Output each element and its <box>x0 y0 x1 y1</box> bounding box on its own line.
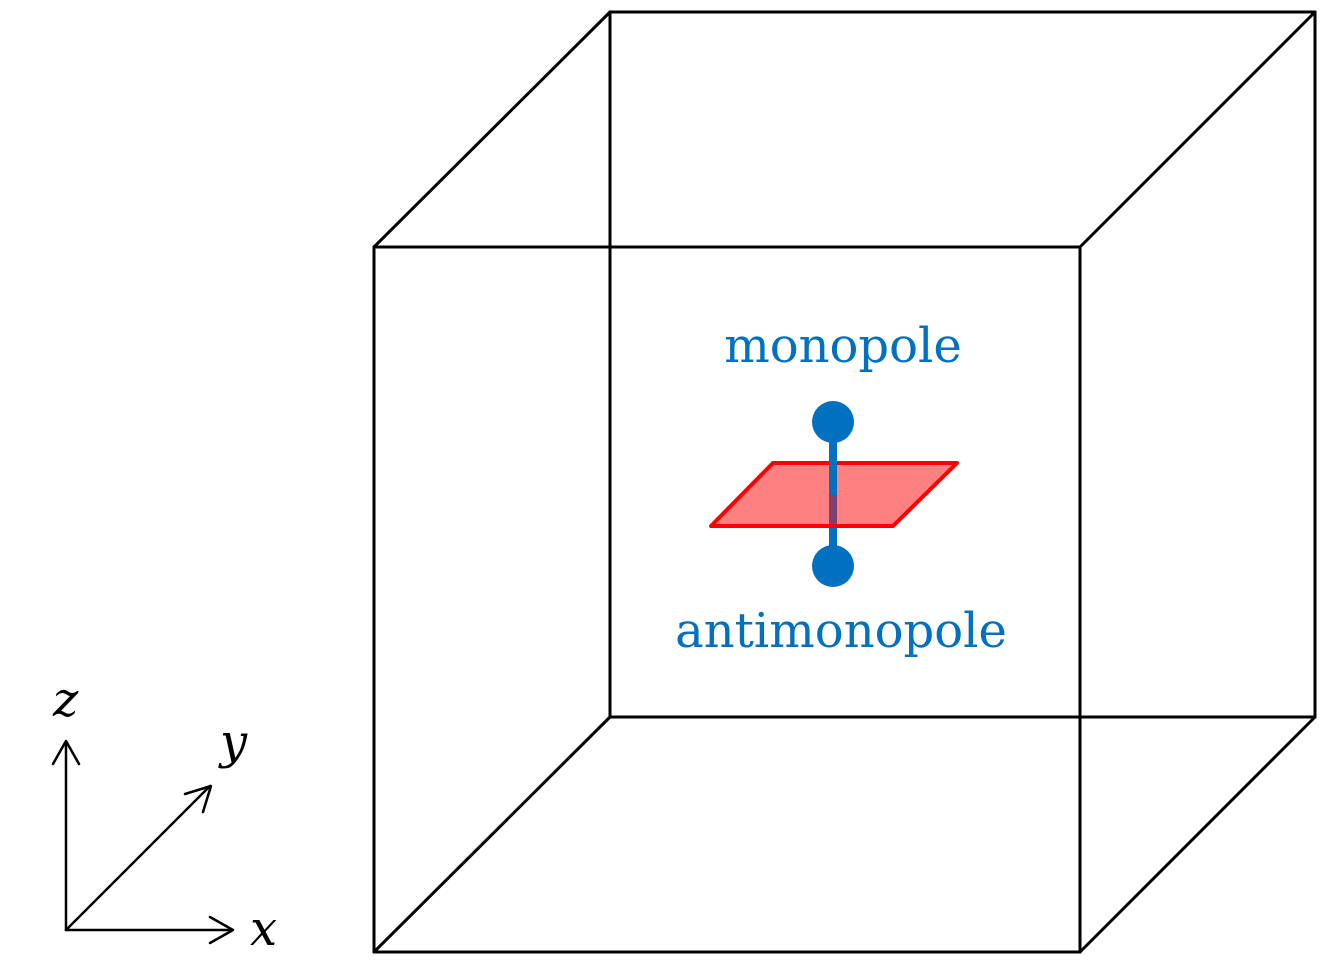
coordinate-axes: z y x <box>51 672 277 957</box>
antimonopole-label: antimonopole <box>675 603 1007 659</box>
monopole-dot <box>812 401 854 443</box>
cube-depth-edge-bottom-right <box>1078 715 1317 954</box>
cube-depth-edge-top-right <box>1078 10 1317 249</box>
x-axis-label: x <box>250 901 277 957</box>
cube-depth-edge-top-left <box>372 10 612 249</box>
y-axis-arrowhead <box>183 784 213 814</box>
z-axis-label: z <box>52 672 79 728</box>
z-axis-arrowhead <box>51 739 81 766</box>
y-axis-line <box>64 784 212 932</box>
antimonopole-dot <box>812 545 854 587</box>
cube <box>372 10 1317 954</box>
y-axis-label: y <box>218 714 248 770</box>
cube-depth-edge-bottom-left <box>372 715 612 954</box>
monopole-label: monopole <box>724 318 962 374</box>
x-axis-arrowhead <box>208 915 235 945</box>
